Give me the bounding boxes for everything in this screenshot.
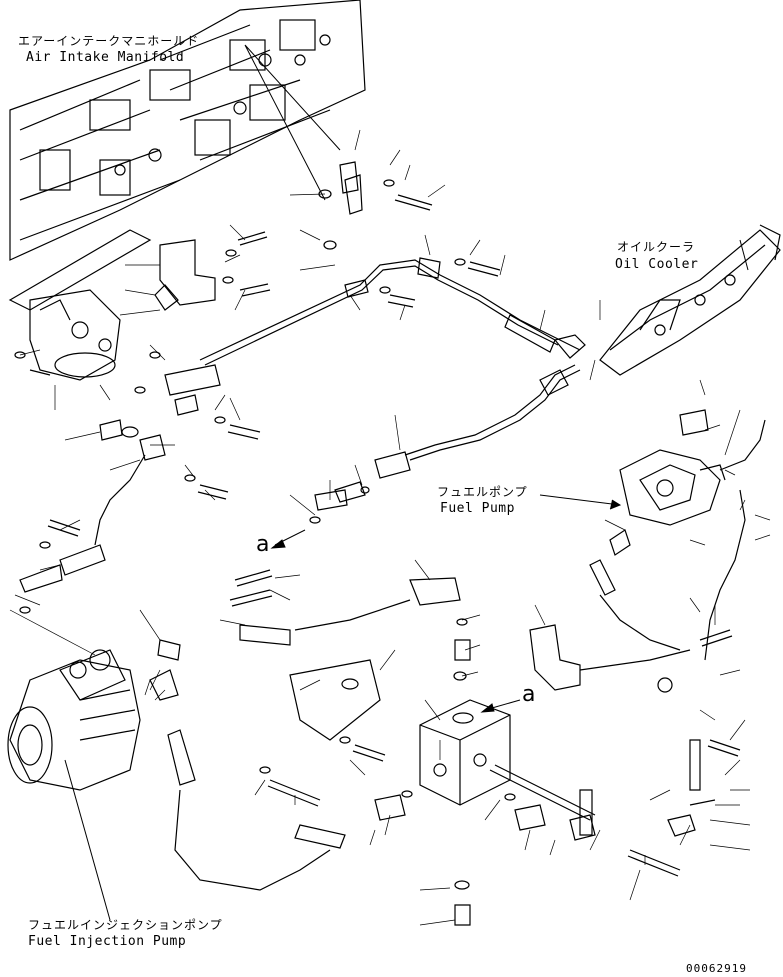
pipe-upper — [199, 257, 586, 366]
injection-pump-label-en: Fuel Injection Pump — [28, 934, 187, 949]
air-intake-label-en: Air Intake Manifold — [26, 50, 185, 65]
bolts-top — [14, 161, 501, 500]
fuel-pump — [619, 409, 726, 526]
leader-lines — [9, 129, 771, 926]
hose-left — [19, 364, 221, 614]
center-block — [419, 699, 511, 806]
section-mark-a-left: a — [256, 532, 270, 557]
washer-a — [309, 516, 321, 524]
injection-pump-label-ja: フュエルインジェクションポンプ — [28, 918, 223, 932]
hose-lower-left — [149, 569, 411, 891]
air-intake-manifold — [8, 0, 366, 311]
clamp-right — [657, 677, 673, 693]
arrows — [64, 44, 749, 921]
oil-cooler-label-ja: オイルクーラ — [617, 240, 696, 254]
bracket-lower — [529, 624, 581, 691]
bracket-arm — [579, 649, 691, 671]
mounting-plate — [289, 659, 381, 741]
oil-cooler-label-en: Oil Cooler — [615, 257, 699, 272]
fittings-center — [259, 577, 681, 926]
washer-b — [360, 486, 370, 494]
fuel-injection-pump — [7, 649, 141, 791]
bracket-upper — [159, 239, 216, 306]
fuel-pump-label-ja: フュエルポンプ — [437, 485, 528, 499]
fuel-pump-label-en: Fuel Pump — [440, 501, 515, 516]
drawing-code: 00062919 — [686, 962, 747, 975]
filter-head — [29, 289, 121, 381]
oil-cooler — [599, 224, 781, 376]
fitting-a — [314, 489, 348, 511]
air-intake-label-ja: エアーインテークマニホールド — [18, 34, 200, 48]
clamp-upper — [154, 284, 179, 311]
hoses-right — [589, 419, 766, 837]
hose-middle — [334, 364, 581, 503]
section-mark-a-right: a — [522, 682, 536, 707]
